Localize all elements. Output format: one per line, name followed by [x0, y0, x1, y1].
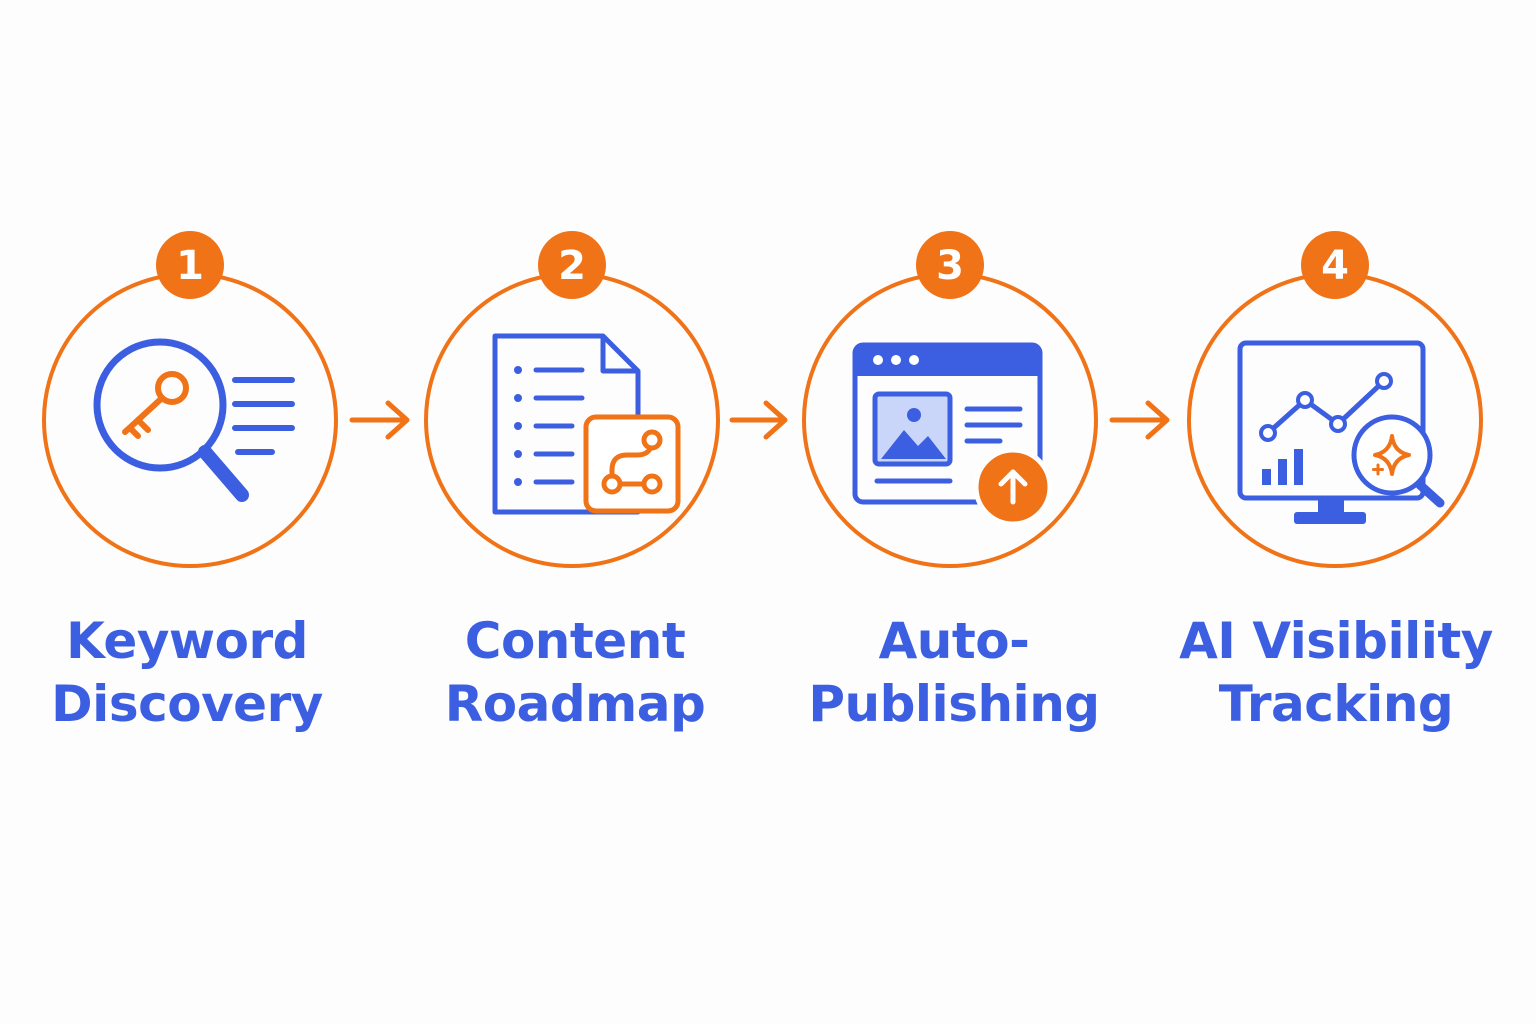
arrow-right-icon	[1109, 400, 1170, 440]
step-4: 4	[1187, 231, 1483, 568]
step-1: 1	[42, 231, 338, 568]
step-badge: 3	[916, 231, 984, 299]
browser-upload-icon	[852, 342, 1053, 527]
step-number: 3	[936, 243, 964, 289]
arrow-right-icon	[349, 400, 410, 440]
key-magnifier-icon	[93, 338, 295, 502]
step-label-ai-visibility-tracking: AI Visibility Tracking	[1179, 612, 1493, 733]
step-label-auto-publishing: Auto- Publishing	[808, 612, 1100, 733]
step-number: 4	[1321, 243, 1349, 289]
step-3: 3	[802, 231, 1098, 568]
step-circle	[42, 272, 338, 568]
step-label-content-roadmap: Content Roadmap	[444, 612, 706, 733]
step-badge: 1	[156, 231, 224, 299]
step-number: 2	[558, 243, 586, 289]
monitor-analytics-icon	[1237, 340, 1445, 524]
document-roadmap-icon	[492, 333, 681, 515]
step-2: 2	[424, 231, 720, 568]
step-label-keyword-discovery: Keyword Discovery	[51, 612, 323, 733]
step-number: 1	[176, 243, 204, 289]
step-badge: 2	[538, 231, 606, 299]
step-badge: 4	[1301, 231, 1369, 299]
arrow-right-icon	[729, 400, 788, 440]
